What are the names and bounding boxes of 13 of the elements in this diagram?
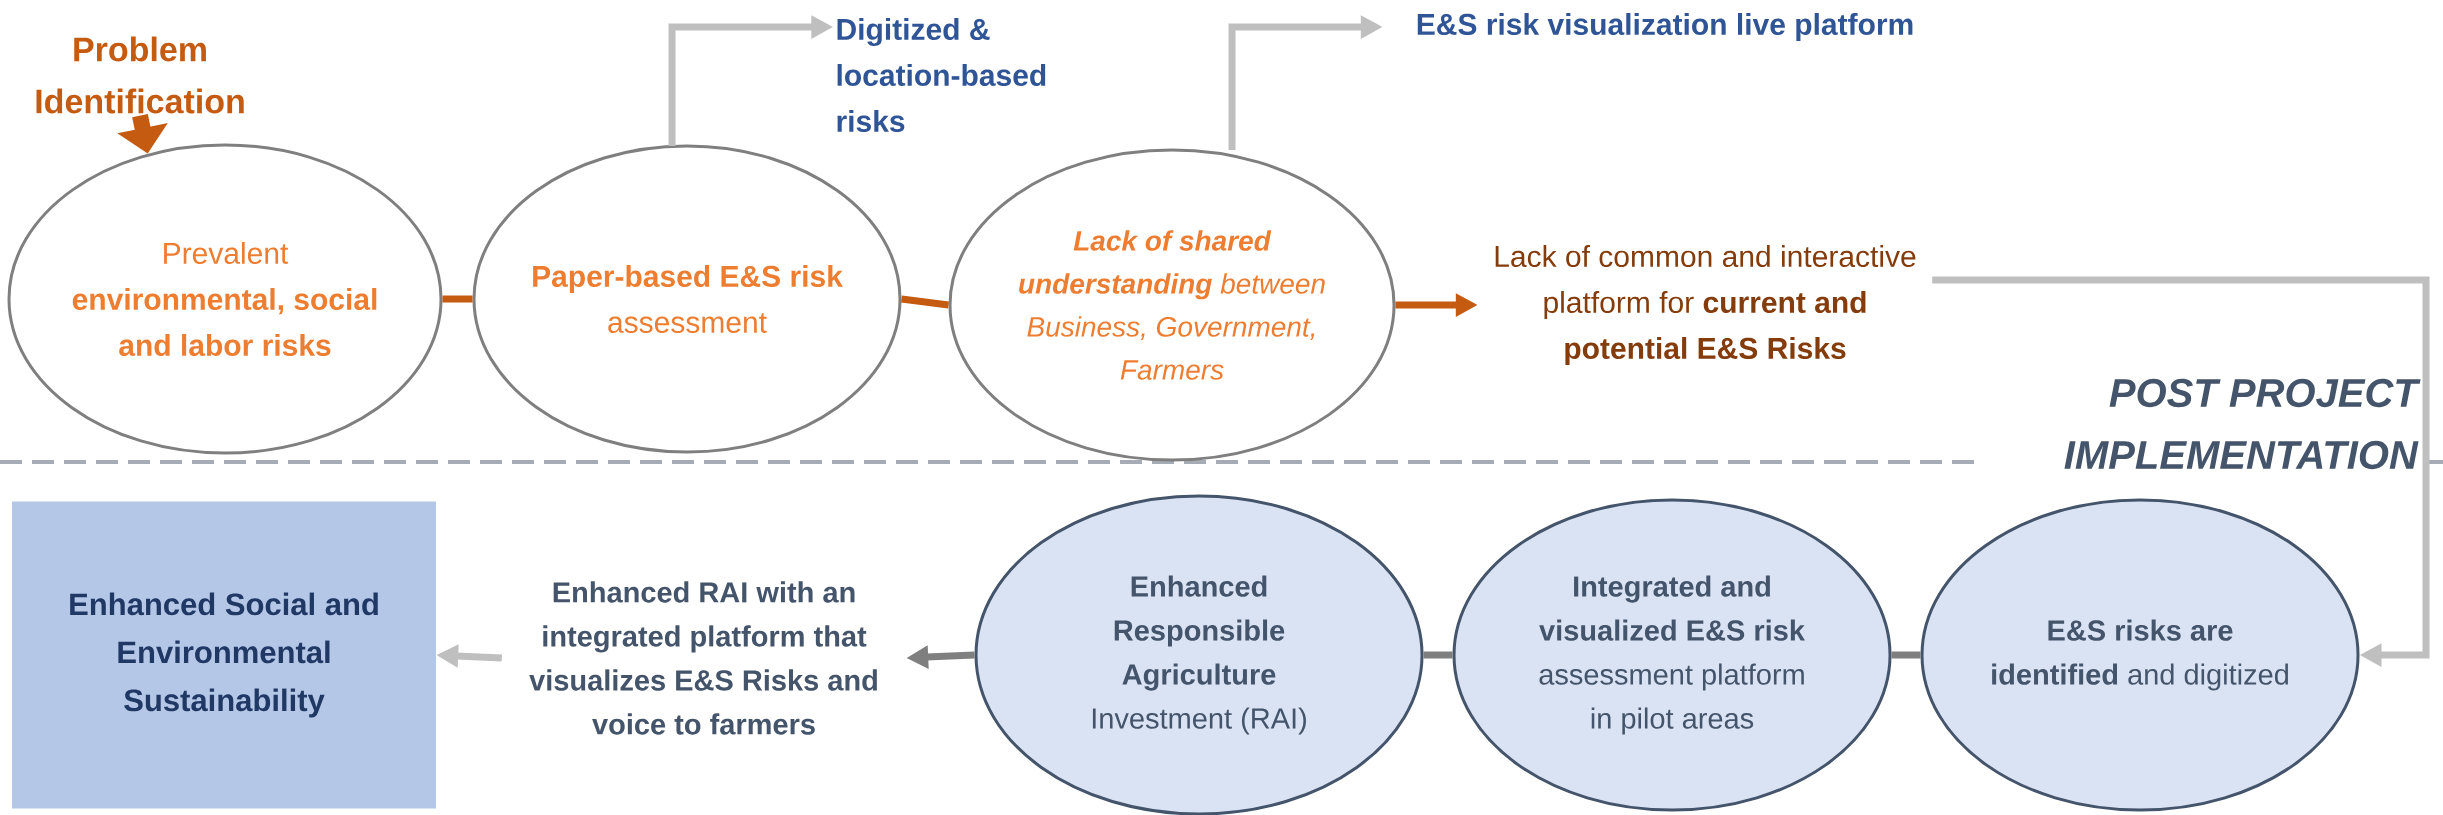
text-label: Problem Identification [36,36,244,114]
text-label: Enhanced RAI with an integrated platform that visualizes E&S Risks and voice to farmers [529,581,877,735]
oval-node: Paper-based E&S risk assessment [472,144,902,454]
outcome-box: Enhanced Social and Environmental Sustainability [12,501,436,809]
text-label: Lack of common and interactive platform for current and potential E&S Risks [1495,245,1916,365]
text-label: Digitized & location-based risks [837,18,1046,133]
section-heading: POST PROJECT IMPLEMENTATION [2064,378,2421,470]
oval-node: E&S risks are identified and digitized [1920,498,2360,812]
oval-node: Prevalent environmental, social and labor risks [7,143,443,455]
oval-node: Lack of shared understanding between Business, Government, Farmers [948,148,1396,462]
oval-node: Integrated and visualized E&S risk assessment platform in pilot areas [1452,498,1892,812]
text-label: E&S risk visualization live platform [1417,13,1913,41]
oval-node: Enhanced Responsible Agriculture Investment (RAI) [974,494,1424,815]
